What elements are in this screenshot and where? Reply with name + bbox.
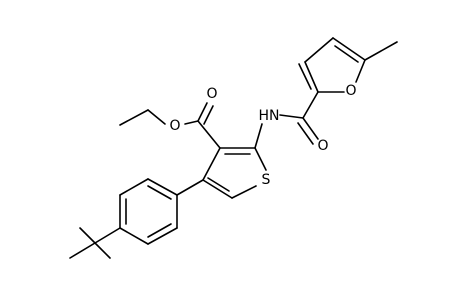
atom-labels: O O HN O O S: [169, 83, 356, 188]
bond-ph-3: [147, 178, 178, 196]
bond-ph-5-inner: [147, 223, 172, 238]
bond-fu-c4-c5: [332, 37, 366, 61]
bond-ph-2: [119, 178, 149, 196]
bond-th-c5-c4-inner: [207, 177, 230, 192]
bond-ester-c-o-double1: [197, 102, 208, 122]
bond-c2-nh: [254, 123, 263, 149]
atom-label-nh: HN: [259, 108, 280, 124]
bond-nh-amide-c: [279, 114, 304, 119]
bond-ethyl-ch2-ch3: [119, 109, 149, 126]
atom-label-carbonyl-o-ester: O: [206, 86, 217, 102]
bond-th-s-c5: [231, 185, 257, 199]
bond-ph-3-inner: [147, 185, 172, 200]
atom-label-ester-o: O: [169, 118, 180, 134]
bond-th-c4-c3: [202, 147, 221, 181]
bond-tbu-me2: [94, 242, 111, 259]
bond-amide-c-o-double1: [302, 117, 319, 140]
bond-fu-c3-c4: [304, 37, 334, 63]
bond-th-c2-s: [254, 147, 267, 171]
bond-c3-ester-c: [197, 120, 221, 149]
bond-fu-c5-o: [355, 59, 366, 83]
bond-amide-c-furan: [302, 91, 319, 119]
atom-label-furan-o: O: [345, 83, 356, 99]
bond-ph-5: [147, 227, 178, 245]
bond-amide-c-o-double2: [297, 122, 314, 145]
bond-tbu-me1: [69, 242, 96, 259]
bond-fu-c2-c3-inner: [298, 63, 312, 90]
bonds: [69, 37, 398, 259]
bond-ph-thiophene: [176, 179, 204, 196]
bond-o-ethyl-ch2: [147, 109, 166, 125]
bond-tbu-me3: [79, 227, 96, 244]
bond-ester-c-o-double2: [203, 105, 214, 125]
bond-tbu-aryl: [94, 227, 121, 244]
bond-ester-c-o: [184, 120, 199, 125]
bond-ph-6: [119, 227, 149, 245]
bond-th-c5-c4: [202, 179, 233, 199]
bond-fu-c2-c3: [304, 61, 319, 93]
bond-fu-c5-methyl: [364, 41, 398, 61]
bond-fu-c4-c5-inner: [334, 45, 359, 63]
atom-label-thiophene-s: S: [262, 172, 271, 188]
atom-label-amide-o: O: [317, 138, 328, 154]
